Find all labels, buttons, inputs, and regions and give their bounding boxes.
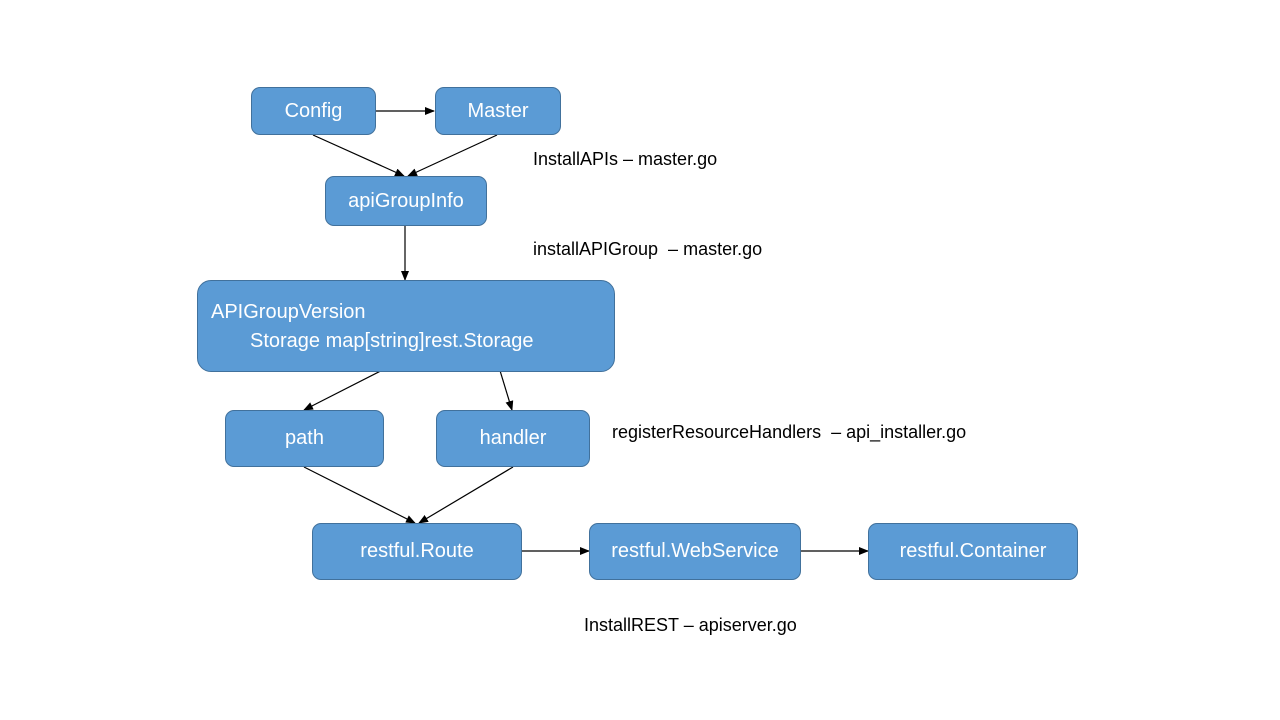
edge-config-to-apigroupinfo	[312, 134, 405, 177]
node-path: path	[225, 410, 384, 467]
annotation-install-api-group: installAPIGroup – master.go	[533, 239, 763, 259]
node-restful-route: restful.Route	[312, 523, 522, 580]
annotation-register-resource-handlers: registerResourceHandlers – api_installer…	[612, 422, 967, 442]
node-restful-webservice: restful.WebService	[589, 523, 801, 580]
api-group-version-title: APIGroupVersion	[211, 301, 366, 323]
edge-path-to-route	[303, 466, 416, 524]
node-config: Config	[251, 87, 376, 135]
node-api-group-version: APIGroupVersion Storage map[string]rest.…	[197, 280, 615, 372]
api-group-version-storage: Storage map[string]rest.Storage	[250, 330, 534, 352]
edge-master-to-apigroupinfo	[407, 134, 498, 177]
edge-handler-to-route	[418, 466, 514, 524]
node-api-group-info: apiGroupInfo	[325, 176, 487, 226]
node-handler: handler	[436, 410, 590, 467]
node-restful-container: restful.Container	[868, 523, 1078, 580]
annotation-install-apis: InstallAPIs – master.go	[533, 149, 718, 169]
annotation-install-rest: InstallREST – apiserver.go	[584, 615, 797, 635]
node-master: Master	[435, 87, 561, 135]
